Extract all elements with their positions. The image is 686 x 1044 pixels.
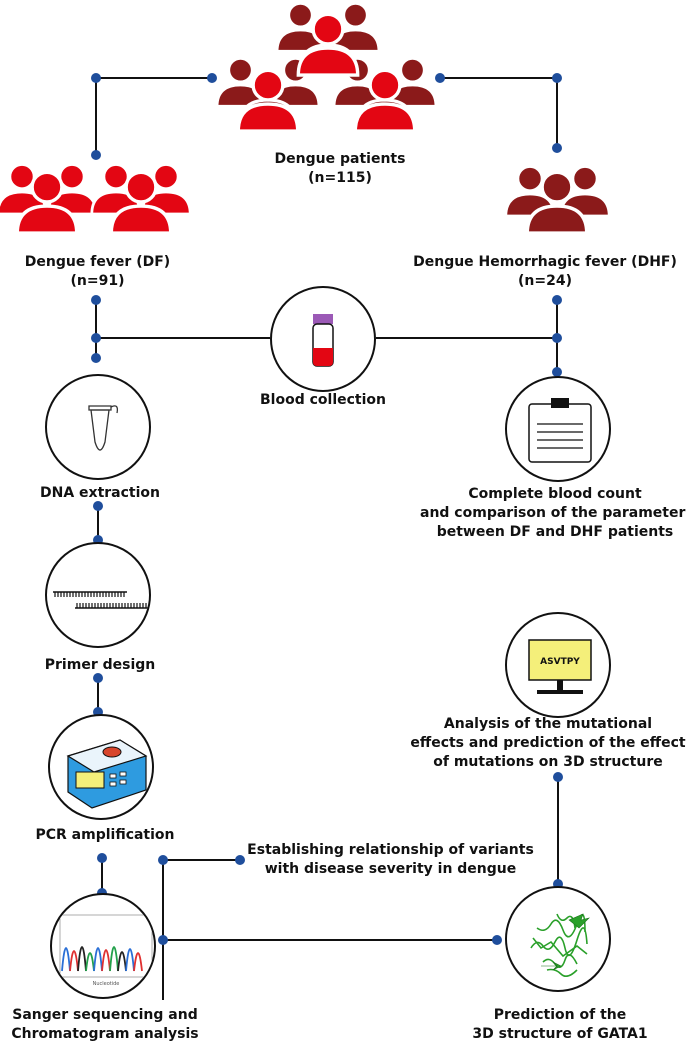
prediction-label: Prediction of the 3D structure of GATA1 [472,1007,648,1042]
analysis-circle: ASVTPY [505,612,611,718]
dhf-title: Dengue Hemorrhagic fever (DHF) [413,254,677,270]
protein-structure-icon [530,913,590,978]
dhf-label: Dengue Hemorrhagic fever (DHF) (n=24) [400,253,686,291]
relation-label: Establishing relationship of variants wi… [247,842,534,877]
dna-extraction-circle [45,374,151,480]
prediction-circle [505,886,611,992]
chromatogram-icon: Nucleotide [59,914,153,987]
line-patients-dhf [440,77,558,148]
monitor-icon: ASVTPY [528,639,592,694]
dhf-count: (n=24) [518,273,572,289]
blood-tube-icon [312,314,334,367]
line-relation [162,859,240,1000]
cbc-circle [505,376,611,482]
analysis-label: Analysis of the mutational effects and p… [410,716,686,770]
pcr-label: PCR amplification [35,827,175,843]
primer-icon [53,591,149,609]
primer-design-circle [45,542,151,648]
df-count: (n=91) [70,273,125,289]
blood-collection-circle [270,286,376,392]
dengue-patients-title: Dengue patients [274,151,406,167]
primer-design-label: Primer design [44,657,156,673]
cbc-label: Complete blood count and comparison of t… [420,486,686,540]
microtube-icon [88,405,119,451]
monitor-screen-text: ASVTPY [540,657,580,667]
blood-collection-label: Blood collection [260,392,386,408]
dengue-patients-count: (n=115) [308,170,372,186]
dna-extraction-label: DNA extraction [40,485,160,501]
patients-people-icon [210,0,450,133]
df-label: Dengue fever (DF) (n=91) [5,253,190,291]
dhf-people-icon [504,165,611,235]
connector-dots [91,73,563,945]
clipboard-icon [528,398,592,463]
pcr-circle [48,714,154,820]
chromatogram-axis-text: Nucleotide [93,981,120,987]
pcr-machine-icon [66,739,148,809]
sanger-label: Sanger sequencing and Chromatogram analy… [11,1007,199,1042]
line-patients-df [95,77,212,155]
sanger-circle: Nucleotide [50,893,156,999]
df-title: Dengue fever (DF) [24,254,171,270]
df-people-icon [0,163,192,235]
dengue-patients-label: Dengue patients (n=115) [240,150,440,188]
